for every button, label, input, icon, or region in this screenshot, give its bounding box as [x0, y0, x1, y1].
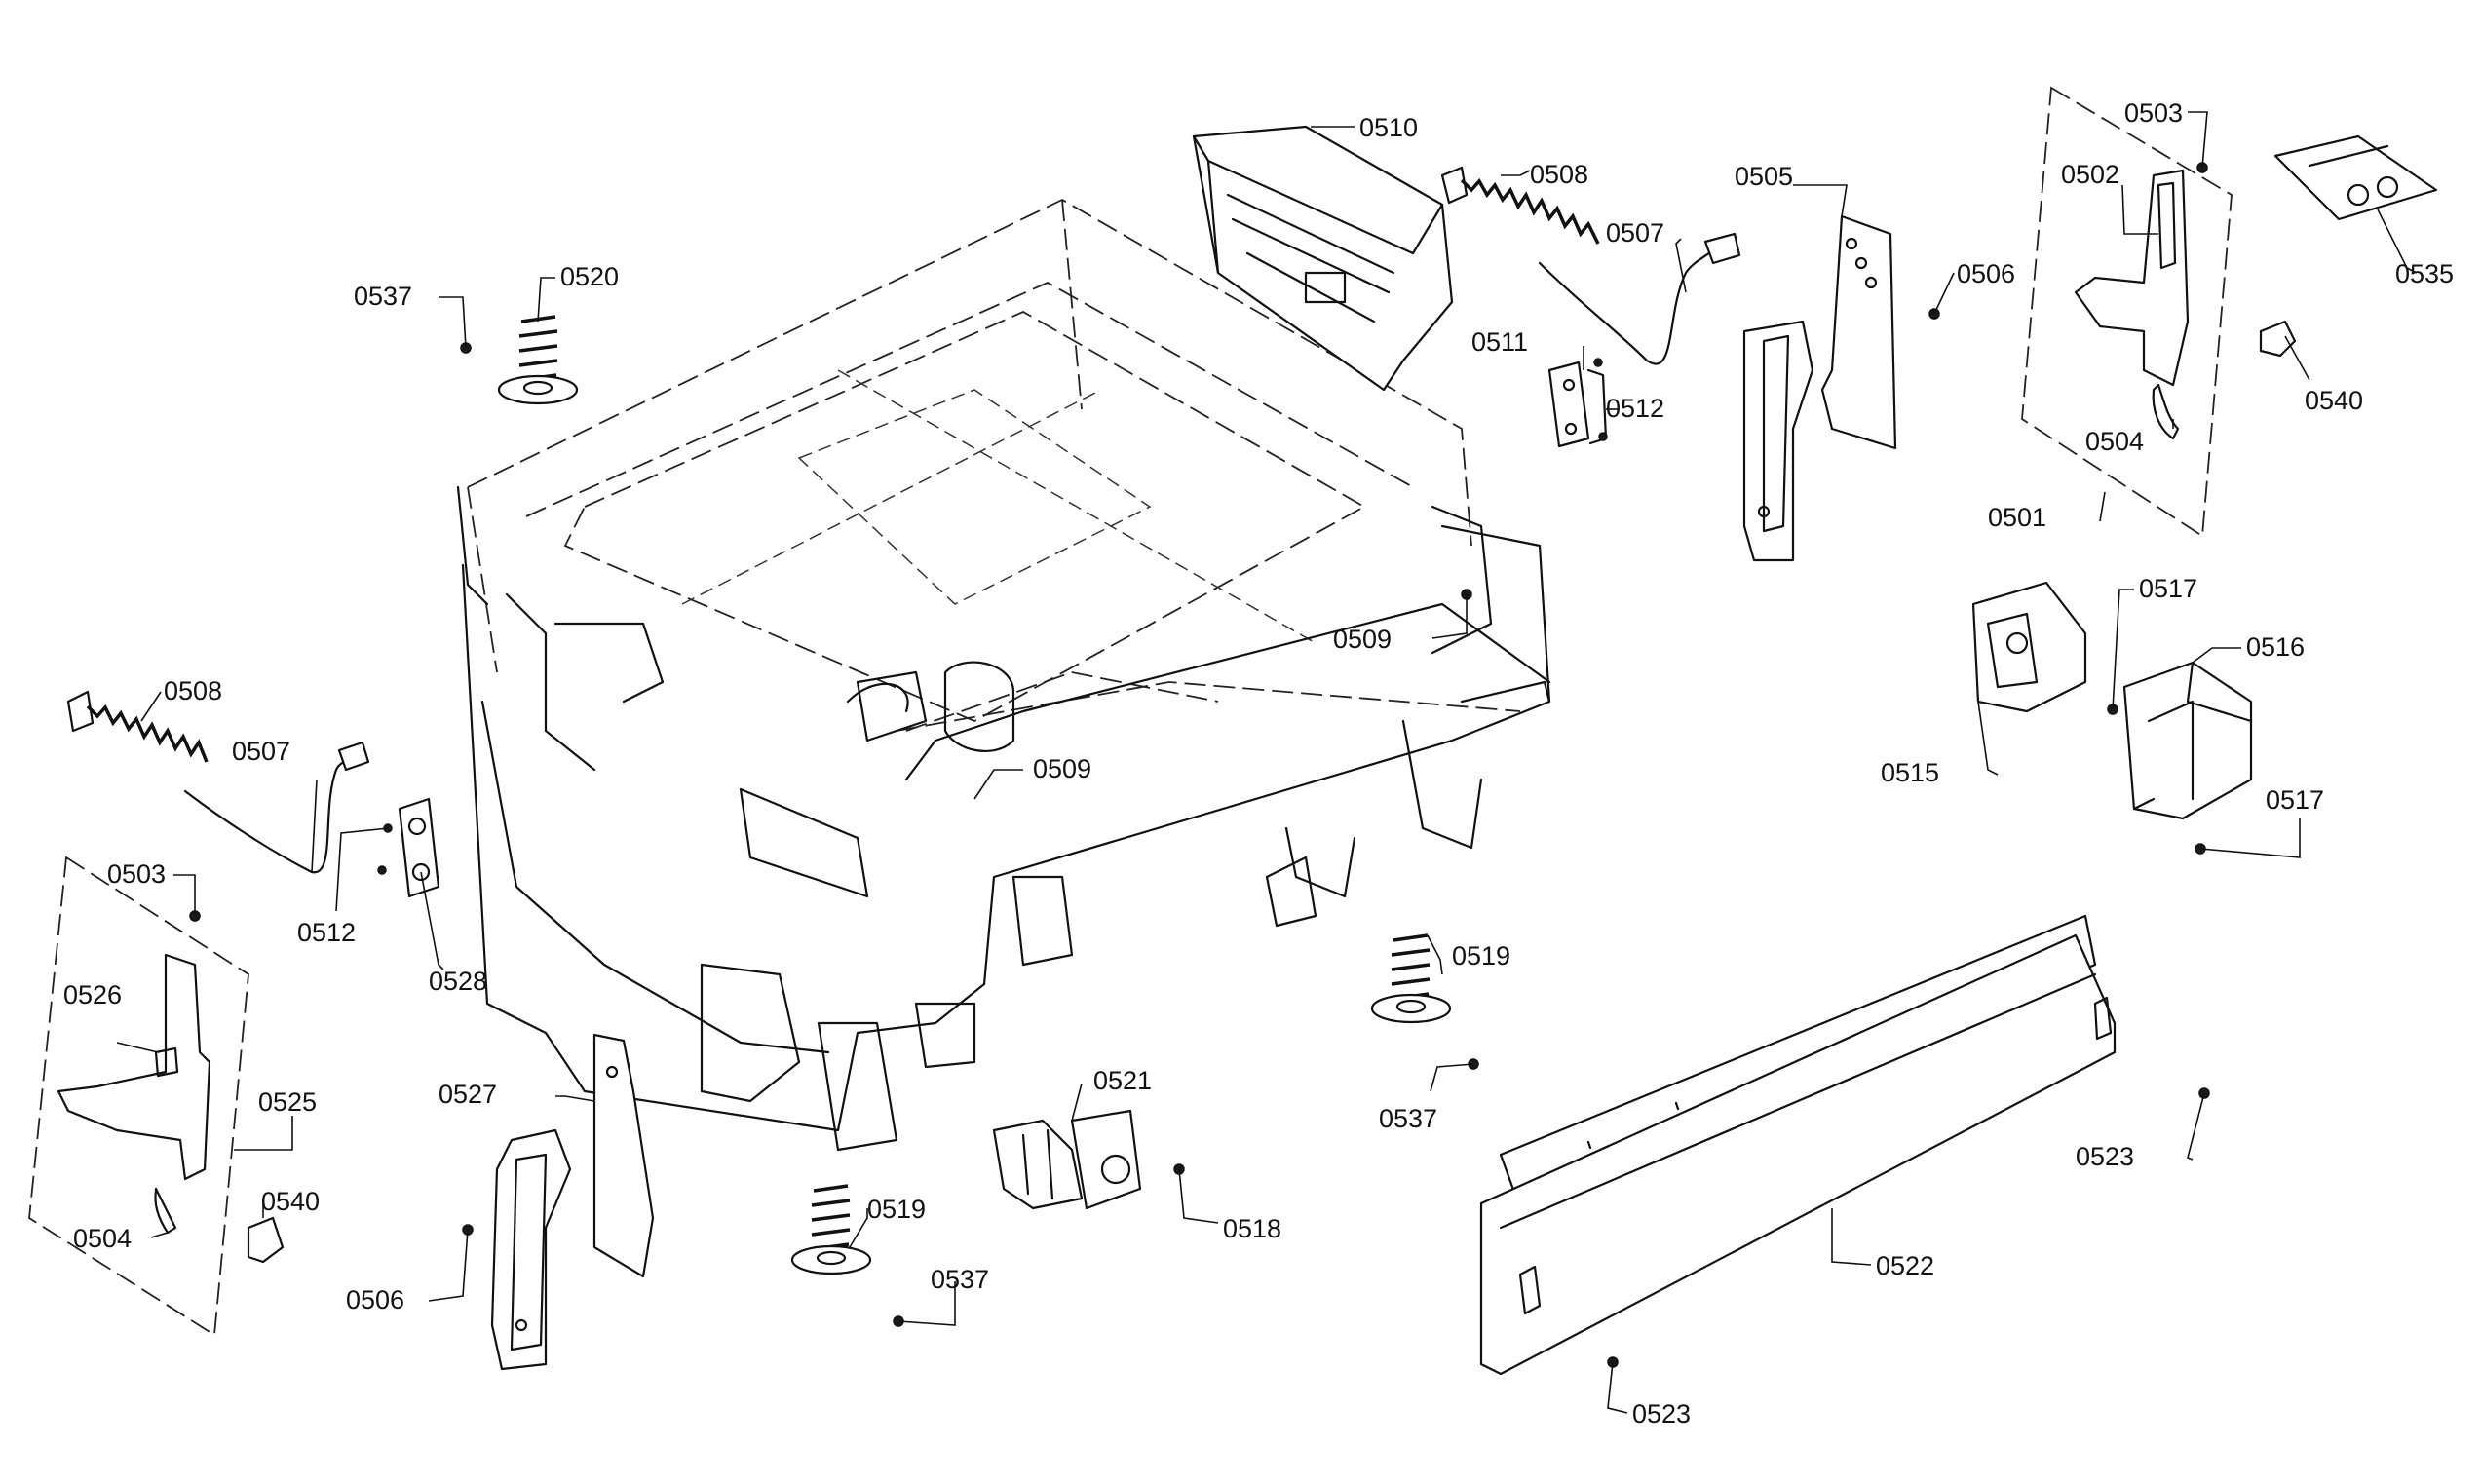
callout-0506-top: 0506 [1957, 259, 2015, 288]
part-0507-wire-top [1538, 232, 1741, 365]
part-0510-dispenser [1192, 125, 1454, 392]
part-0511-bracket [1547, 358, 1608, 448]
leader-lines [116, 111, 2418, 1414]
callout-0511: 0511 [1471, 327, 1528, 357]
part-0522-kick-plate [1479, 914, 2117, 1376]
callout-0510: 0510 [1359, 113, 1418, 142]
callouts: 0510 0508 0507 0505 0506 0503 0502 0535 … [63, 98, 2454, 1428]
callout-0522: 0522 [1876, 1251, 1934, 1280]
callout-0527: 0527 [439, 1080, 497, 1109]
callout-0537-right: 0537 [1379, 1104, 1437, 1133]
part-0516-cover [2122, 661, 2253, 820]
part-0519-foot-left [790, 1184, 872, 1275]
callout-0523-right: 0523 [2076, 1142, 2134, 1171]
callout-0501: 0501 [1988, 503, 2046, 532]
callout-0509-top: 0509 [1333, 625, 1392, 654]
part-0508-spring-top [1440, 166, 1600, 245]
callout-0503-top: 0503 [2124, 98, 2183, 128]
callout-0518: 0518 [1223, 1214, 1281, 1243]
callout-0537-bottom: 0537 [931, 1265, 989, 1294]
callout-0520: 0520 [560, 262, 619, 291]
callout-0519-left: 0519 [867, 1195, 926, 1224]
part-0501-hinge-assembly [2021, 86, 2233, 538]
callout-0512-top: 0512 [1606, 394, 1664, 423]
callout-0516: 0516 [2246, 632, 2305, 662]
part-0521-inlet-valve [992, 1109, 1142, 1210]
part-0525-hinge-assembly [28, 856, 249, 1337]
part-0540-clip-left [247, 1216, 285, 1264]
callout-0502: 0502 [2061, 160, 2119, 189]
part-0505-hinge-arm [1742, 214, 1897, 562]
callout-0512-left: 0512 [297, 918, 356, 947]
callout-0526: 0526 [63, 980, 122, 1009]
part-0540-clip-right [2259, 320, 2297, 358]
callout-0525: 0525 [258, 1087, 317, 1117]
callout-0517-top: 0517 [2139, 574, 2197, 603]
callout-0507-left: 0507 [232, 737, 290, 766]
callout-0519-right: 0519 [1452, 941, 1510, 970]
callout-0535: 0535 [2395, 259, 2454, 288]
part-0535-plate [2273, 134, 2438, 221]
callout-0523-bottom: 0523 [1632, 1399, 1691, 1428]
callout-0507-top: 0507 [1606, 218, 1664, 247]
callout-0503-left: 0503 [107, 859, 166, 889]
callout-0508-left: 0508 [164, 676, 222, 705]
callout-0537-topleft: 0537 [354, 282, 412, 311]
part-0520-leveling-foot [497, 315, 579, 405]
callout-0528: 0528 [429, 967, 487, 996]
callout-0515: 0515 [1881, 758, 1939, 787]
part-0507-wire-left [183, 741, 370, 874]
part-0519-foot-right [1370, 933, 1452, 1024]
part-0528-bracket-left [377, 797, 440, 898]
callout-0540-left: 0540 [261, 1187, 320, 1216]
tub-frame [456, 198, 1551, 1152]
part-0508-spring-left [66, 690, 209, 763]
part-0527-hinge-arm [490, 1033, 655, 1371]
callout-0517-bottom: 0517 [2266, 785, 2324, 815]
callout-0508-top: 0508 [1530, 160, 1588, 189]
callout-0504-left: 0504 [73, 1224, 132, 1253]
callout-0521: 0521 [1093, 1066, 1152, 1095]
part-0515-bracket [1971, 581, 2087, 713]
callout-0506-left: 0506 [346, 1285, 404, 1314]
callout-0504-right: 0504 [2085, 427, 2144, 456]
callout-0509-mid: 0509 [1033, 754, 1091, 783]
callout-0505: 0505 [1735, 162, 1793, 191]
callout-0540-right: 0540 [2305, 386, 2363, 415]
